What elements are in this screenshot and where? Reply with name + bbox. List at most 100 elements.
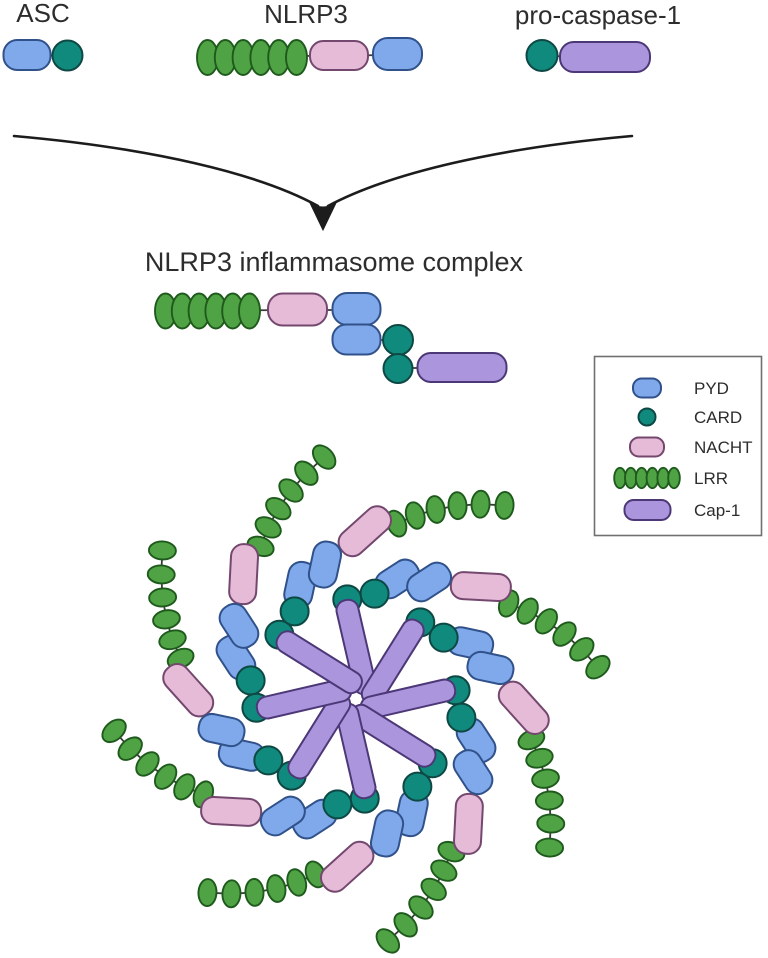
lrr-oval bbox=[534, 790, 564, 811]
nacht-pill bbox=[267, 292, 328, 327]
lrr-oval bbox=[153, 763, 178, 790]
nacht-pill bbox=[320, 840, 375, 893]
lrr-oval bbox=[146, 564, 176, 585]
lrr-oval bbox=[536, 813, 566, 834]
card-circle bbox=[322, 789, 353, 820]
complex-spoke bbox=[197, 748, 448, 909]
nacht-pill bbox=[497, 680, 550, 735]
lrr-oval bbox=[278, 478, 304, 503]
nlrp3-molecule bbox=[196, 37, 423, 76]
legend-label-pyd: PYD bbox=[694, 379, 729, 398]
nacht-pill bbox=[200, 795, 263, 827]
nacht-pill bbox=[452, 792, 484, 855]
lrr-oval bbox=[420, 877, 447, 902]
legend-border bbox=[593, 355, 763, 537]
legend-label-cap1: Cap-1 bbox=[694, 501, 740, 520]
legend-label-lrr: LRR bbox=[694, 469, 728, 488]
arrow-right-curve bbox=[326, 134, 634, 208]
lrr-oval bbox=[265, 496, 292, 521]
lrr-oval bbox=[285, 39, 308, 76]
lrr-oval bbox=[569, 637, 595, 662]
lrr-oval bbox=[254, 516, 282, 539]
assembly-arrow bbox=[12, 134, 634, 232]
nacht-pill bbox=[309, 40, 369, 71]
lrr-oval bbox=[525, 747, 554, 769]
lrr-oval bbox=[148, 587, 178, 608]
lrr-oval bbox=[494, 490, 515, 520]
lrr-oval bbox=[117, 736, 143, 761]
asc-label: ASC bbox=[16, 0, 69, 28]
card-circle bbox=[235, 665, 266, 696]
legend-nacht-icon bbox=[629, 436, 665, 458]
wheel-domains bbox=[101, 444, 611, 954]
card-circle bbox=[525, 39, 559, 72]
lrr-oval bbox=[430, 859, 458, 882]
pyd-pill bbox=[406, 561, 453, 603]
pyd-pill bbox=[2, 39, 52, 71]
nacht-pill bbox=[449, 571, 512, 603]
lrr-oval bbox=[101, 718, 127, 744]
complex-spoke bbox=[405, 607, 566, 858]
pro-caspase-1-label: pro-caspase-1 bbox=[515, 0, 681, 30]
lrr-oval bbox=[375, 928, 401, 954]
lrr-oval bbox=[516, 597, 539, 625]
lrr-oval bbox=[152, 609, 181, 630]
pyd-pill bbox=[372, 37, 423, 71]
card-circle bbox=[382, 324, 414, 356]
pyd-pill bbox=[307, 540, 343, 589]
pyd-pill bbox=[466, 650, 515, 686]
lrr-oval bbox=[158, 629, 187, 651]
complex-spoke bbox=[146, 540, 307, 791]
card-circle bbox=[253, 745, 284, 776]
legend-cap1-icon bbox=[623, 499, 672, 521]
lrr-oval bbox=[552, 621, 577, 647]
lrr-oval bbox=[173, 773, 196, 801]
legend-card-icon bbox=[637, 407, 657, 427]
asc-molecule bbox=[2, 39, 84, 72]
lrr-oval bbox=[425, 495, 446, 524]
lrr-oval bbox=[197, 878, 218, 908]
pro-caspase-1-molecule bbox=[525, 39, 651, 73]
card-circle bbox=[279, 596, 310, 627]
legend-box: PYD CARD NACHT LRR Cap-1 bbox=[593, 355, 763, 537]
legend-icons bbox=[613, 377, 681, 521]
lrr-oval bbox=[294, 460, 319, 486]
card-circle bbox=[402, 771, 433, 802]
pyd-pill bbox=[331, 292, 382, 326]
nacht-pill bbox=[228, 543, 260, 606]
lrr-oval bbox=[286, 868, 308, 897]
legend-label-card: CARD bbox=[694, 408, 742, 427]
arrow-head bbox=[308, 201, 338, 232]
lrr-oval bbox=[238, 292, 261, 330]
card-circle bbox=[446, 702, 477, 733]
legend-lrr-icon bbox=[667, 466, 681, 490]
nacht-pill bbox=[162, 663, 215, 718]
complex-spoke bbox=[332, 558, 611, 680]
card-circle bbox=[359, 578, 390, 609]
nacht-pill bbox=[337, 505, 392, 558]
complex-spoke bbox=[264, 489, 515, 650]
linear-assembly bbox=[154, 292, 508, 384]
pyd-pill bbox=[452, 749, 494, 796]
legend-pyd-icon bbox=[632, 377, 662, 399]
cap1-pill bbox=[416, 352, 508, 383]
lrr-oval bbox=[221, 879, 242, 909]
pyd-pill bbox=[259, 795, 306, 837]
cap1-pill bbox=[559, 41, 651, 73]
nlrp3-label: NLRP3 bbox=[264, 0, 348, 29]
lrr-oval bbox=[470, 489, 491, 519]
lrr-oval bbox=[266, 874, 287, 903]
lrr-oval bbox=[531, 768, 560, 789]
cap1-arm-pill bbox=[275, 630, 363, 695]
card-circle bbox=[382, 353, 414, 384]
inflammasome-wheel bbox=[101, 444, 611, 954]
arrow-left-curve bbox=[12, 134, 320, 208]
lrr-oval bbox=[534, 608, 559, 635]
pyd-pill bbox=[369, 809, 405, 858]
card-circle bbox=[428, 622, 459, 653]
pyd-pill bbox=[331, 323, 382, 356]
lrr-oval bbox=[404, 501, 426, 530]
legend-label-nacht: NACHT bbox=[694, 438, 753, 457]
